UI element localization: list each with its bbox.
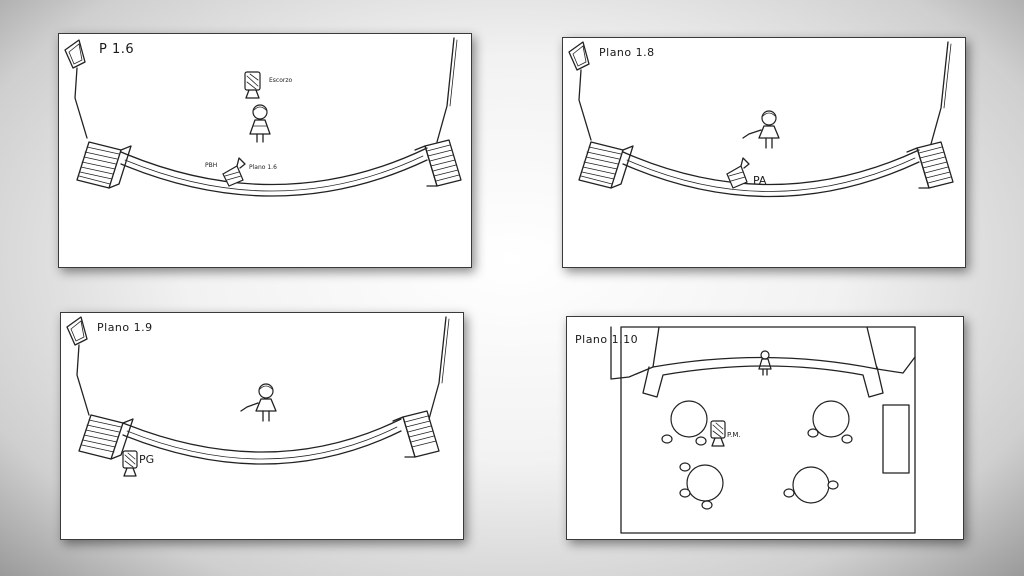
spotlight-icon — [64, 39, 86, 69]
annotation-pbh: PBH — [205, 162, 218, 169]
stage-edge — [120, 147, 428, 197]
actress-figure — [742, 110, 780, 149]
right-stairs — [414, 139, 462, 187]
annotation-pa: PA — [753, 174, 767, 187]
camera-icon — [244, 71, 261, 99]
left-stairs — [76, 141, 132, 189]
storyboard-panel-1: P 1.6 Escorzo PBH Plano 1.6 — [58, 33, 472, 268]
panel-title: Plano 1.10 — [575, 333, 639, 346]
annotation-plano: Plano 1.6 — [249, 164, 277, 171]
camera-icon — [710, 420, 726, 447]
storyboard-panel-4: Plano 1.10 P.M. — [566, 316, 964, 540]
stage-edge — [122, 418, 402, 465]
right-stairs — [392, 410, 440, 458]
table-with-chairs — [679, 462, 724, 510]
right-stairs — [906, 141, 954, 189]
table-with-chairs — [661, 400, 708, 446]
camera-icon — [222, 157, 246, 187]
table-with-chairs — [783, 466, 839, 504]
annotation-pm: P.M. — [727, 431, 741, 439]
spotlight-icon — [66, 316, 88, 346]
stage-top — [610, 326, 916, 398]
annotation-pg: PG — [139, 453, 155, 466]
left-stairs — [78, 414, 134, 460]
storyboard-panel-2: Plano 1.8 PA — [562, 37, 966, 268]
panel-title: Plano 1.9 — [97, 321, 153, 334]
annotation-escorzo: Escorzo — [269, 77, 293, 84]
camera-icon — [122, 450, 138, 477]
actress-figure — [240, 383, 277, 422]
panel-title: P 1.6 — [99, 42, 135, 57]
actress-figure — [249, 104, 271, 143]
panel-3-sketch — [66, 316, 450, 477]
room-outline — [620, 326, 916, 534]
table-with-chairs — [807, 400, 853, 444]
panel-title: Plano 1.8 — [599, 46, 655, 59]
spotlight-icon — [568, 41, 590, 71]
actress-figure — [758, 350, 772, 376]
side-table — [882, 404, 910, 474]
storyboard-panel-3: Plano 1.9 PG — [60, 312, 464, 540]
camera-icon — [726, 157, 750, 189]
panel-4-sketch — [610, 326, 916, 534]
left-stairs — [578, 141, 634, 189]
panel-1-sketch — [64, 37, 462, 197]
stage-edge — [622, 149, 920, 198]
panel-2-sketch — [568, 41, 954, 198]
